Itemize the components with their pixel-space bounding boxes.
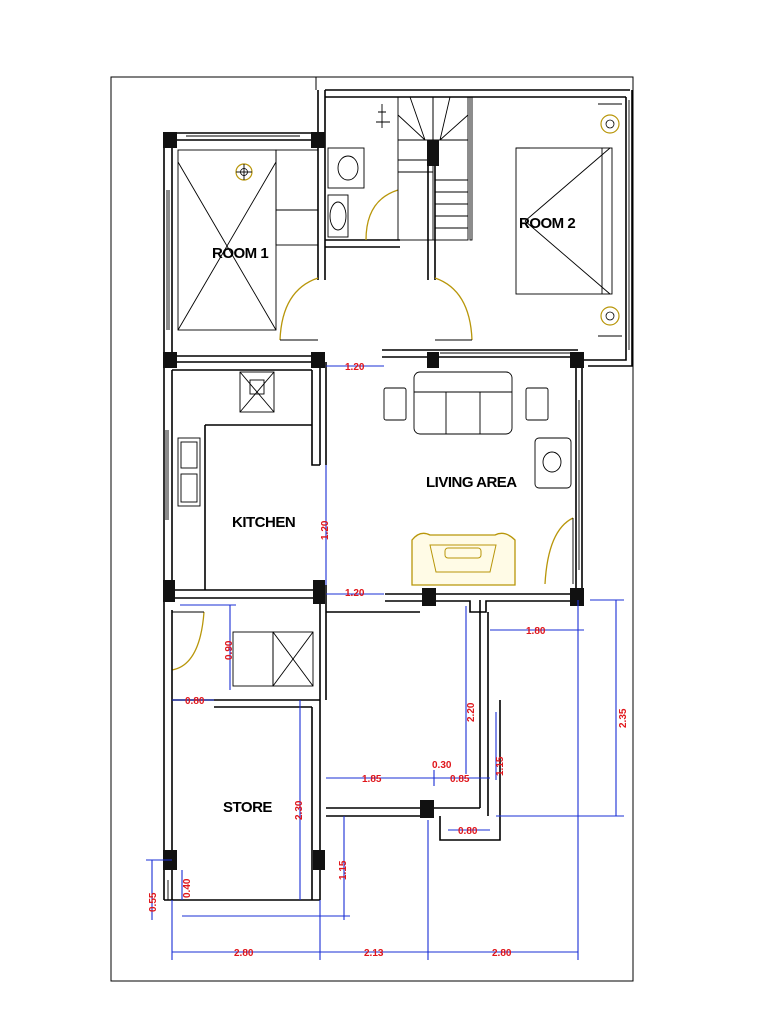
sofa bbox=[411, 532, 516, 586]
dim-living-mid: 1.20 bbox=[320, 520, 331, 540]
dim-step-width: 0.85 bbox=[450, 774, 470, 785]
columns bbox=[163, 132, 584, 870]
living-walls bbox=[319, 362, 583, 700]
living-area-label: LIVING AREA bbox=[426, 474, 517, 491]
dim-kitchen-door: 0.90 bbox=[224, 640, 235, 660]
dim-bottom-left: 2.80 bbox=[234, 948, 254, 959]
dim-stair-width: 1.15 bbox=[495, 756, 506, 776]
plan-frame bbox=[110, 76, 634, 982]
room1-bed bbox=[177, 149, 319, 331]
dim-store-left: 0.55 bbox=[148, 892, 159, 912]
dim-right-height: 2.35 bbox=[618, 708, 629, 728]
dim-living-top: 1.20 bbox=[345, 362, 365, 373]
dim-hall-lower: 1.15 bbox=[338, 860, 349, 880]
upper-doors bbox=[279, 277, 473, 341]
dimension-lines bbox=[146, 365, 624, 960]
dim-store-sill: 0.40 bbox=[182, 878, 193, 898]
dim-step-small: 0.30 bbox=[432, 760, 452, 771]
room2-bed bbox=[515, 103, 622, 337]
dim-living-bottom: 1.20 bbox=[345, 588, 365, 599]
store-label: STORE bbox=[223, 799, 272, 816]
dim-stair-base: 0.80 bbox=[458, 826, 478, 837]
upper-windows bbox=[166, 100, 630, 354]
kitchen-label: KITCHEN bbox=[232, 514, 295, 531]
dim-stair-height: 2.20 bbox=[466, 702, 477, 722]
bathroom bbox=[327, 104, 399, 241]
dim-store-door: 0.80 bbox=[185, 696, 205, 707]
room2-label: ROOM 2 bbox=[519, 215, 575, 232]
dim-corridor: 1.85 bbox=[362, 774, 382, 785]
kitchen-walls bbox=[163, 362, 320, 700]
dim-store-height: 2.30 bbox=[294, 800, 305, 820]
room1-label: ROOM 1 bbox=[212, 245, 268, 262]
living-furniture bbox=[383, 371, 574, 585]
dim-bottom-mid: 2.13 bbox=[364, 948, 384, 959]
staircase bbox=[397, 96, 473, 241]
dim-right-top: 1.80 bbox=[526, 626, 546, 637]
dim-bottom-right: 2.80 bbox=[492, 948, 512, 959]
store-walls bbox=[163, 600, 501, 901]
